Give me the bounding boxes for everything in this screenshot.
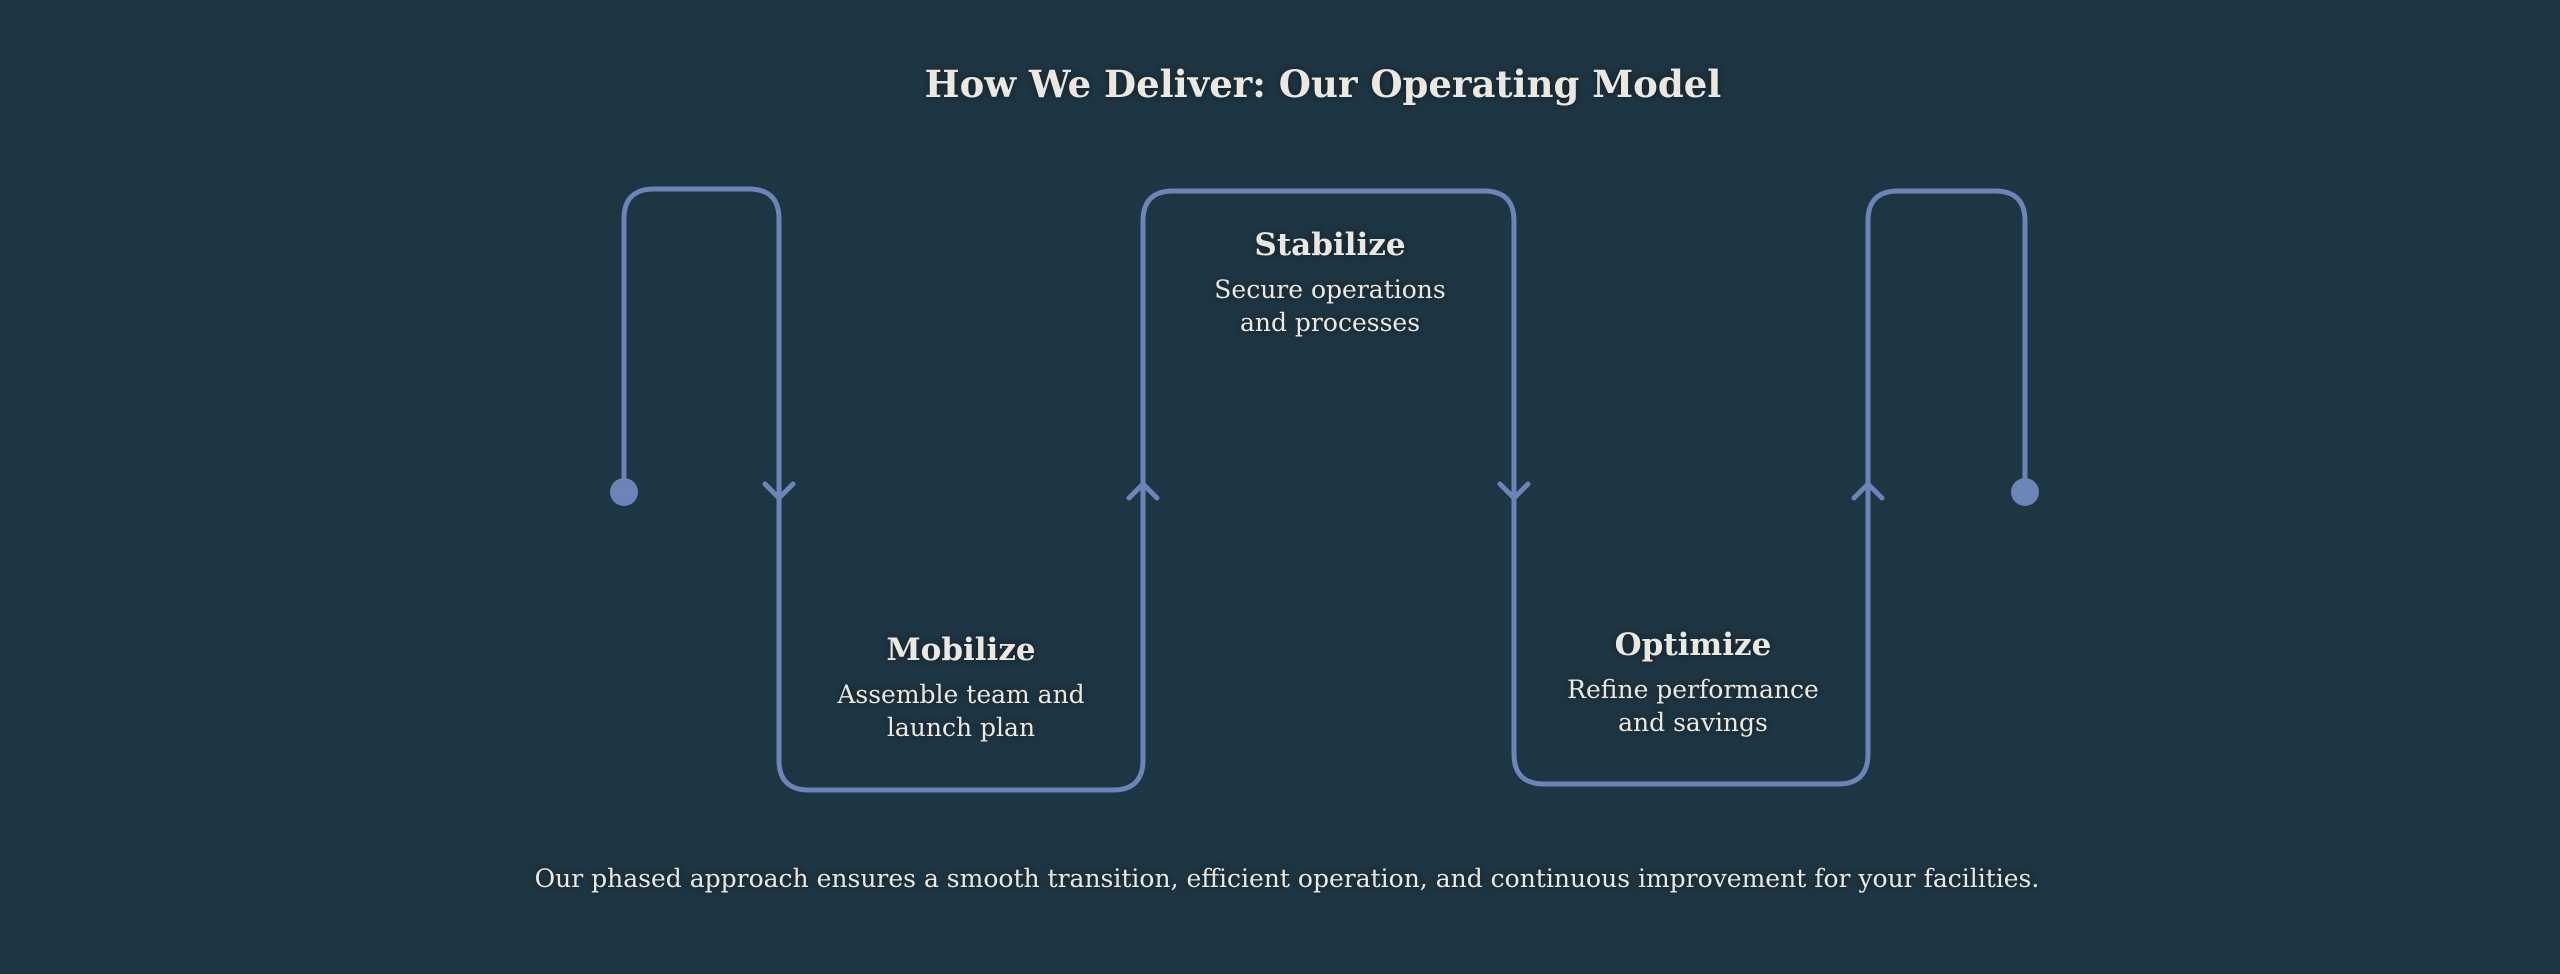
- page-title: How We Deliver: Our Operating Model: [924, 62, 1722, 106]
- arrow-down-icon: [762, 481, 796, 502]
- end-dot-icon: [2011, 478, 2039, 506]
- start-dot-icon: [610, 478, 638, 506]
- step-title: Optimize: [1614, 627, 1772, 663]
- arrow-up-icon: [1126, 480, 1160, 501]
- step-description-line: Secure operations: [1214, 275, 1446, 304]
- step-description-line: Refine performance: [1567, 675, 1819, 704]
- step-title: Stabilize: [1254, 227, 1406, 263]
- step-mobilize: Mobilize Assemble team and launch plan: [837, 632, 1084, 744]
- caption: Our phased approach ensures a smooth tra…: [534, 864, 2040, 893]
- step-description: Assemble team and launch plan: [837, 678, 1084, 744]
- arrow-up-icon: [1851, 480, 1885, 501]
- step-description-line: launch plan: [886, 713, 1036, 742]
- step-description-line: and savings: [1618, 708, 1768, 737]
- step-description: Refine performance and savings: [1567, 673, 1819, 739]
- step-optimize: Optimize Refine performance and savings: [1567, 627, 1819, 739]
- step-description: Secure operations and processes: [1214, 273, 1445, 339]
- step-stabilize: Stabilize Secure operations and processe…: [1214, 227, 1445, 339]
- step-description-line: and processes: [1239, 308, 1421, 337]
- process-path: [621, 186, 2028, 793]
- step-description-line: Assemble team and: [837, 680, 1085, 709]
- arrow-down-icon: [1497, 481, 1531, 502]
- step-title: Mobilize: [886, 632, 1036, 668]
